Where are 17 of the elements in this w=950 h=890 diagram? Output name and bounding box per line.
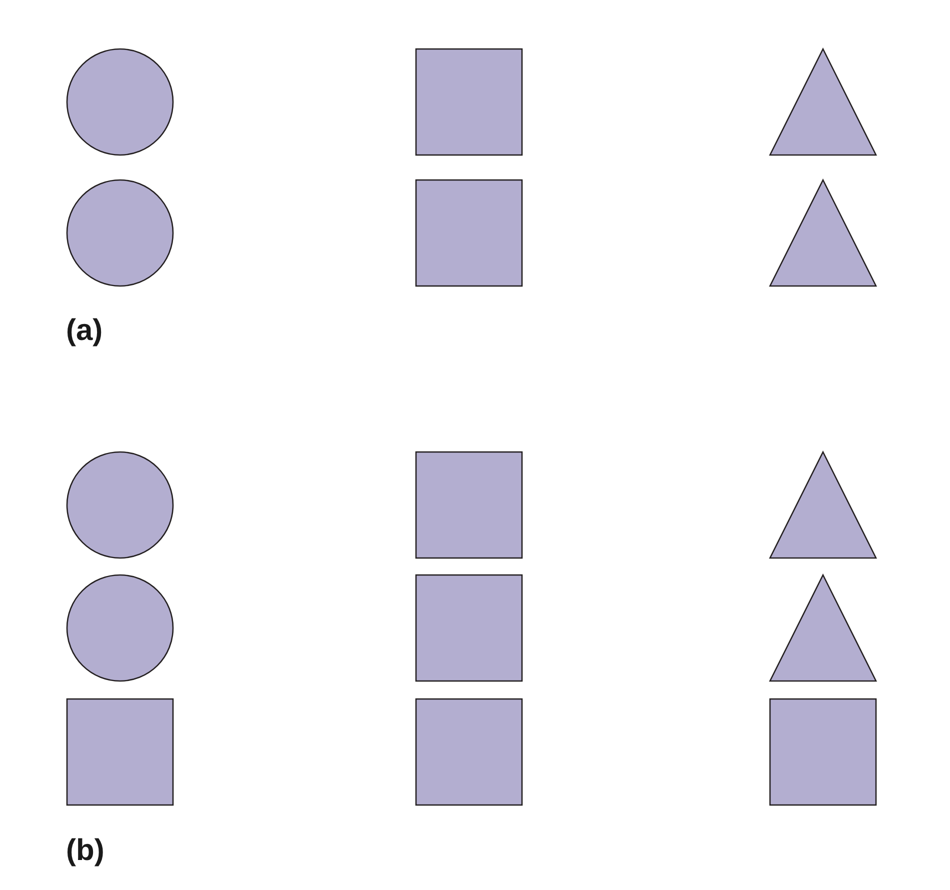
square-shape [415, 574, 523, 682]
circle-shape [66, 451, 174, 559]
square-shape [769, 698, 877, 806]
square-shape [415, 451, 523, 559]
triangle-shape [769, 451, 877, 559]
panel-label: (a) [66, 316, 103, 346]
square-shape [415, 698, 523, 806]
circle-shape [66, 179, 174, 287]
panel-label: (b) [66, 836, 104, 866]
triangle-shape [769, 179, 877, 287]
square-shape [66, 698, 174, 806]
square-shape [415, 48, 523, 156]
circle-shape [66, 48, 174, 156]
square-shape [415, 179, 523, 287]
circle-shape [66, 574, 174, 682]
triangle-shape [769, 48, 877, 156]
triangle-shape [769, 574, 877, 682]
